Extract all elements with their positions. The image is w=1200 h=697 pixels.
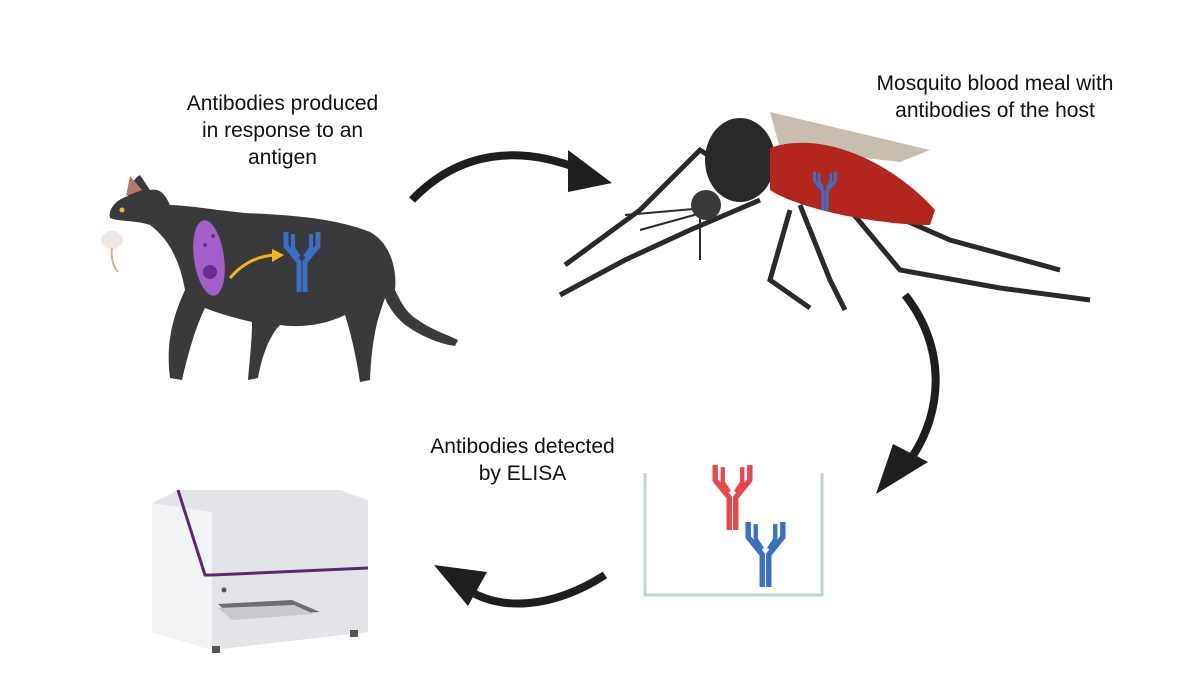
arrowhead (434, 565, 487, 606)
cat-icon (101, 175, 459, 382)
mosquito-head (691, 190, 721, 220)
reader-stripe (176, 489, 369, 577)
caption-antibodies-produced: Antibodies produced in response to an an… (186, 92, 379, 169)
plate-reader-icon (152, 489, 369, 653)
cat-body (109, 175, 459, 382)
cat-eye (119, 207, 125, 213)
parasite-icon (193, 220, 225, 296)
mosquito-thorax (705, 118, 775, 202)
yellow-arrowhead (272, 249, 284, 262)
mouse-icon (101, 231, 123, 249)
cat-ear (126, 176, 142, 196)
reader-light (221, 587, 227, 593)
arrowhead (876, 444, 928, 494)
cycle-arrow-icon (876, 292, 940, 494)
well-icon (643, 465, 824, 597)
caption-antibodies-detected: Antibodies detected by ELISA (430, 435, 615, 485)
cycle-arrow-icon (434, 565, 608, 608)
arrowhead (568, 150, 612, 192)
antibody-red-icon (715, 465, 750, 530)
antibody-blue-icon (748, 522, 783, 587)
mosquito-abdomen (770, 142, 935, 225)
cycle-arrow-icon (409, 150, 612, 203)
mosquito-icon (558, 112, 1091, 312)
caption-mosquito-blood-meal: Mosquito blood meal with antibodies of t… (876, 72, 1114, 122)
